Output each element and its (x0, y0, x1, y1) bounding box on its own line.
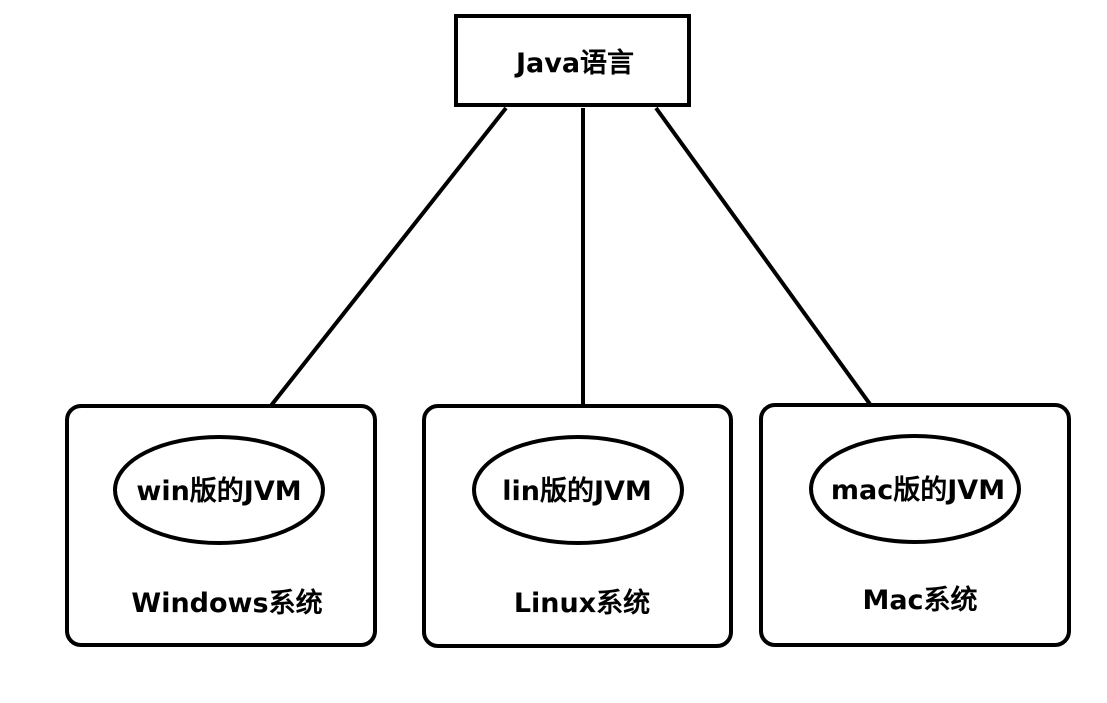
windows-system-node: win版的JVM Windows系统 (65, 404, 377, 647)
linux-system-label: Linux系统 (514, 587, 650, 619)
mac-system-label: Mac系统 (862, 584, 977, 616)
java-language-label: Java语言 (514, 48, 634, 79)
lin-jvm-label: lin版的JVM (502, 475, 652, 507)
mac-jvm-ellipse (809, 434, 1021, 544)
java-language-node: Java语言 (454, 14, 691, 107)
win-jvm-label: win版的JVM (136, 475, 301, 507)
lin-jvm-ellipse (472, 435, 684, 545)
mac-system-node: mac版的JVM Mac系统 (759, 403, 1071, 647)
windows-system-label: Windows系统 (131, 587, 322, 619)
arrow-to-mac-jvm (654, 106, 909, 458)
linux-system-node: lin版的JVM Linux系统 (422, 404, 733, 648)
mac-jvm-label: mac版的JVM (831, 474, 1005, 506)
arrow-to-win-jvm (229, 106, 508, 459)
win-jvm-ellipse (113, 435, 325, 545)
